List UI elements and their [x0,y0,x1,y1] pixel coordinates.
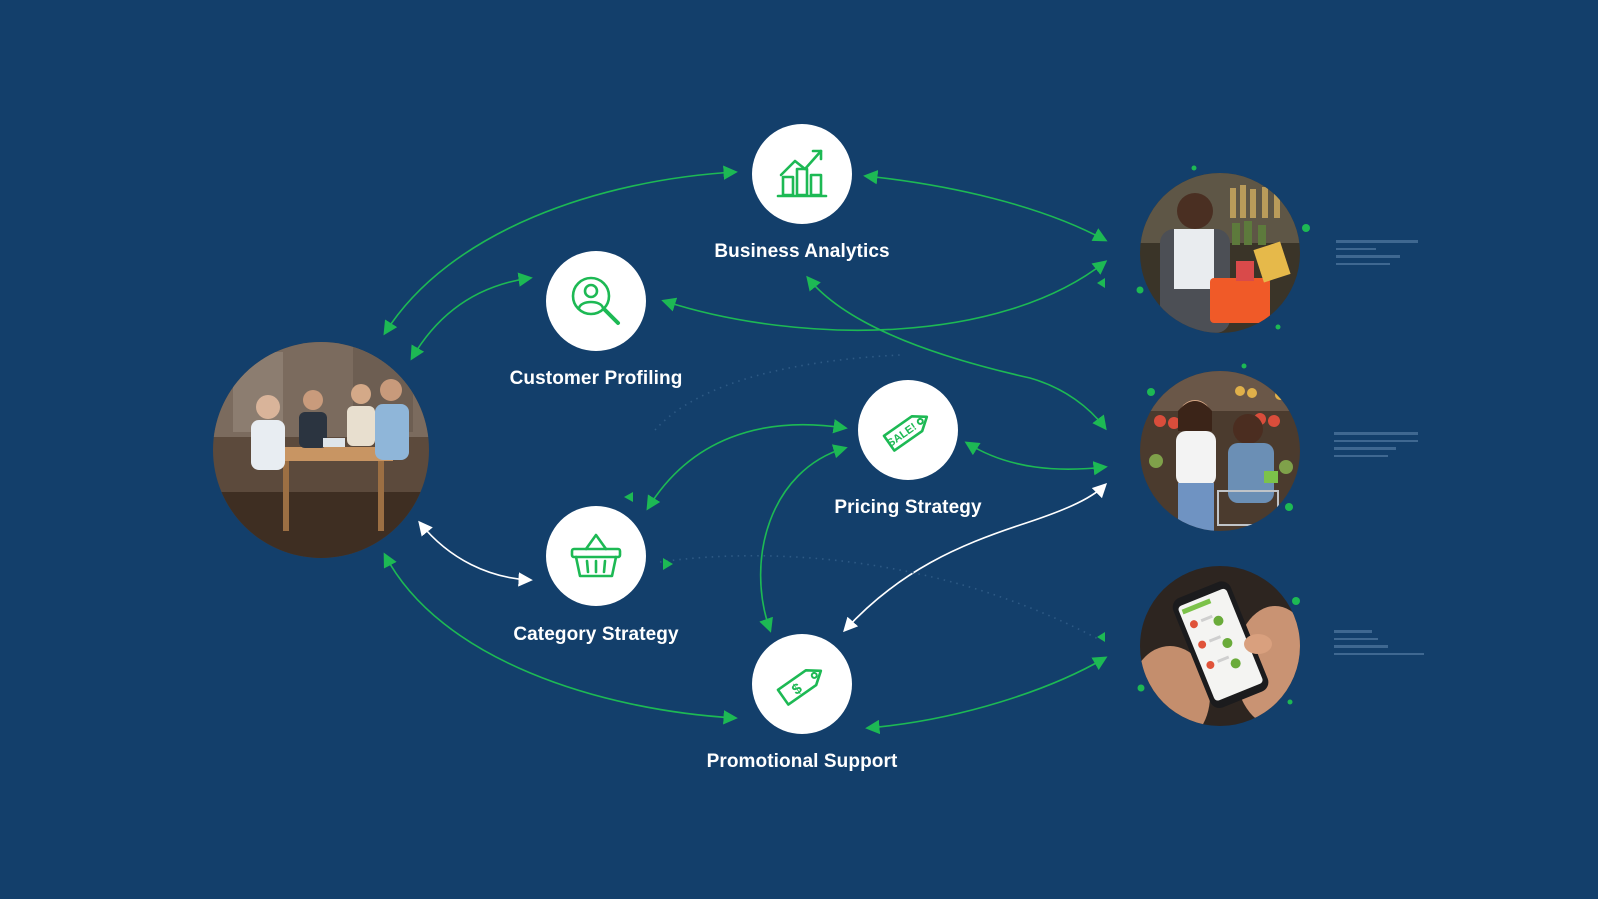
store-worker-photo [1140,173,1300,333]
shopping-basket-icon [570,533,622,578]
category-strategy-label: Category Strategy [513,624,679,645]
arrow-team-customer-profiling [410,272,533,361]
mobile-grocery-app-photo [1140,566,1300,726]
legend-placeholder-1 [1336,240,1418,270]
team-meeting-photo [213,342,429,558]
arrow-team-promotional [383,552,738,725]
business-analytics-node[interactable] [752,124,852,224]
customer-profiling-label: Customer Profiling [509,368,683,389]
arrow-category-pricing [646,419,848,511]
sale-tag-icon: SALE! [882,415,929,452]
promotional-support-node[interactable]: $ [752,634,852,734]
business-analytics-label: Business Analytics [714,241,890,262]
arrow-profiling-store-worker [661,260,1108,332]
legend-placeholder-3 [1334,630,1424,660]
legend-placeholder-2 [1334,432,1418,462]
arrow-analytics-store-worker [863,170,1108,242]
person-magnifier-icon [571,276,620,325]
arrow-analytics-shopping-couple [806,275,1107,431]
arrow-promotional-shopping-couple [843,482,1108,633]
arrow-pricing-shopping-couple [964,441,1108,476]
pricing-strategy-label: Pricing Strategy [834,497,982,518]
shopping-couple-photo [1140,371,1300,531]
arrow-promotional-mobile [865,656,1108,735]
customer-profiling-node[interactable] [546,251,646,351]
arrow-team-category [418,520,533,587]
dollar-tag-icon: $ [776,669,823,706]
bar-chart-trend-icon [776,149,828,198]
svg-text:$: $ [789,680,806,699]
pricing-strategy-node[interactable]: SALE! [858,380,958,480]
category-strategy-node[interactable] [546,506,646,606]
promotional-support-label: Promotional Support [706,751,898,772]
arrow-pricing-promotional [759,444,848,633]
